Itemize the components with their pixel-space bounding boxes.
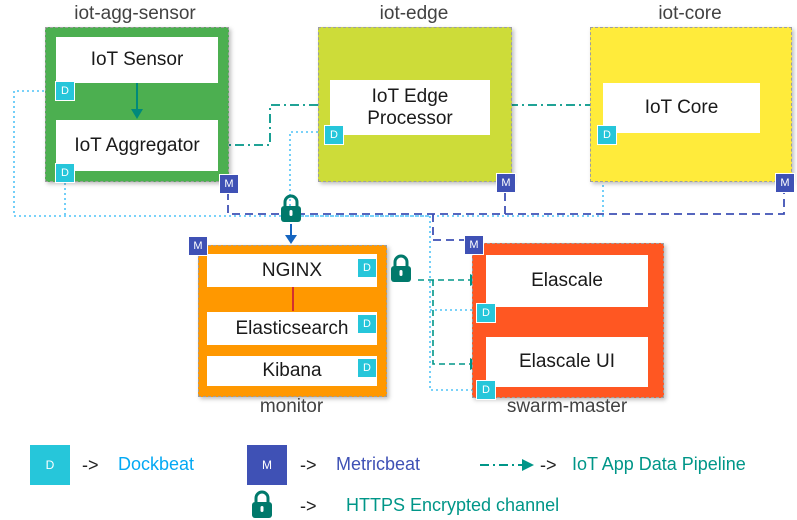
- metricbeat-badge-core: M: [775, 173, 795, 193]
- host-title-monitor: monitor: [259, 396, 324, 417]
- edge-processor-line2: Processor: [367, 107, 453, 129]
- monitor-arrowhead: [285, 235, 297, 244]
- service-elasticsearch: Elasticsearch: [207, 312, 377, 345]
- dockbeat-line-sensor: [13, 90, 290, 217]
- host-iot-edge: IoT Edge Processor D M: [318, 27, 516, 193]
- dockbeat-badge-nginx: D: [357, 258, 377, 278]
- service-elascale: Elascale: [486, 255, 648, 307]
- legend-metricbeat-label: Metricbeat: [336, 454, 421, 474]
- service-nginx: NGINX: [207, 254, 377, 287]
- service-elascale-ui: Elascale UI: [486, 337, 648, 387]
- legend-pipeline-line: [480, 459, 534, 471]
- metricbeat-line-edge: [227, 192, 506, 215]
- dockbeat-badge-elascale-ui: D: [476, 380, 496, 400]
- lock-icon: [391, 254, 411, 282]
- legend-metricbeat-arrow: ->: [300, 455, 317, 475]
- dockbeat-badge-sensor: D: [55, 81, 75, 101]
- host-title-edge: iot-edge: [379, 3, 449, 24]
- legend-pipeline-arrow: ->: [540, 455, 557, 475]
- https-line-elascale-ui: [432, 280, 470, 365]
- dockbeat-badge-elasticsearch: D: [357, 314, 377, 334]
- nginx-elasticsearch-link: [292, 287, 294, 311]
- host-title-swarm: swarm-master: [506, 396, 628, 417]
- metricbeat-line-core: [505, 192, 785, 215]
- metricbeat-badge-agg: M: [219, 174, 239, 194]
- host-title-core: iot-core: [658, 3, 722, 24]
- metricbeat-line-swarm: [432, 214, 470, 241]
- legend-https-label: HTTPS Encrypted channel: [346, 495, 560, 515]
- pipeline-line-agg-edge: [216, 104, 318, 146]
- service-iot-core: IoT Core: [603, 83, 760, 133]
- metricbeat-badge-monitor: M: [188, 236, 208, 256]
- edge-processor-line1: IoT Edge: [371, 85, 449, 107]
- metricbeat-badge-edge: M: [496, 173, 516, 193]
- legend-pipeline-label: IoT App Data Pipeline: [572, 454, 746, 474]
- metricbeat-badge-swarm: M: [464, 235, 484, 255]
- dockbeat-badge-kibana: D: [357, 358, 377, 378]
- legend-metricbeat-swatch: M: [247, 445, 287, 485]
- legend-dockbeat-arrow: ->: [82, 455, 99, 475]
- dockbeat-badge-core: D: [597, 125, 617, 145]
- service-iot-sensor: IoT Sensor: [56, 37, 218, 83]
- host-swarm-master: Elascale Elascale UI D D: [472, 243, 664, 400]
- host-title-agg: iot-agg-sensor: [74, 3, 196, 24]
- dockbeat-badge-edge: D: [324, 125, 344, 145]
- legend-https-arrow: ->: [300, 496, 317, 516]
- lock-icon: [281, 194, 301, 222]
- legend-dockbeat-label: Dockbeat: [118, 454, 195, 474]
- legend-lock-icon: [252, 490, 272, 518]
- host-iot-core: IoT Core D M: [590, 27, 795, 193]
- host-monitor: NGINX Elasticsearch Kibana D D D: [198, 245, 387, 397]
- sensor-to-aggregator-arrow: [131, 83, 143, 119]
- service-iot-aggregator: IoT Aggregator: [56, 120, 218, 171]
- dockbeat-badge-aggregator: D: [55, 163, 75, 183]
- dockbeat-line-swarm-ui: [290, 215, 474, 391]
- service-iot-edge-processor: IoT Edge Processor: [330, 80, 490, 135]
- dockbeat-line-edge: [289, 131, 323, 216]
- service-kibana: Kibana: [207, 356, 377, 386]
- legend-dockbeat-swatch: D: [30, 445, 70, 485]
- host-iot-agg-sensor: IoT Sensor IoT Aggregator D D: [45, 27, 229, 183]
- dockbeat-badge-elascale: D: [476, 303, 496, 323]
